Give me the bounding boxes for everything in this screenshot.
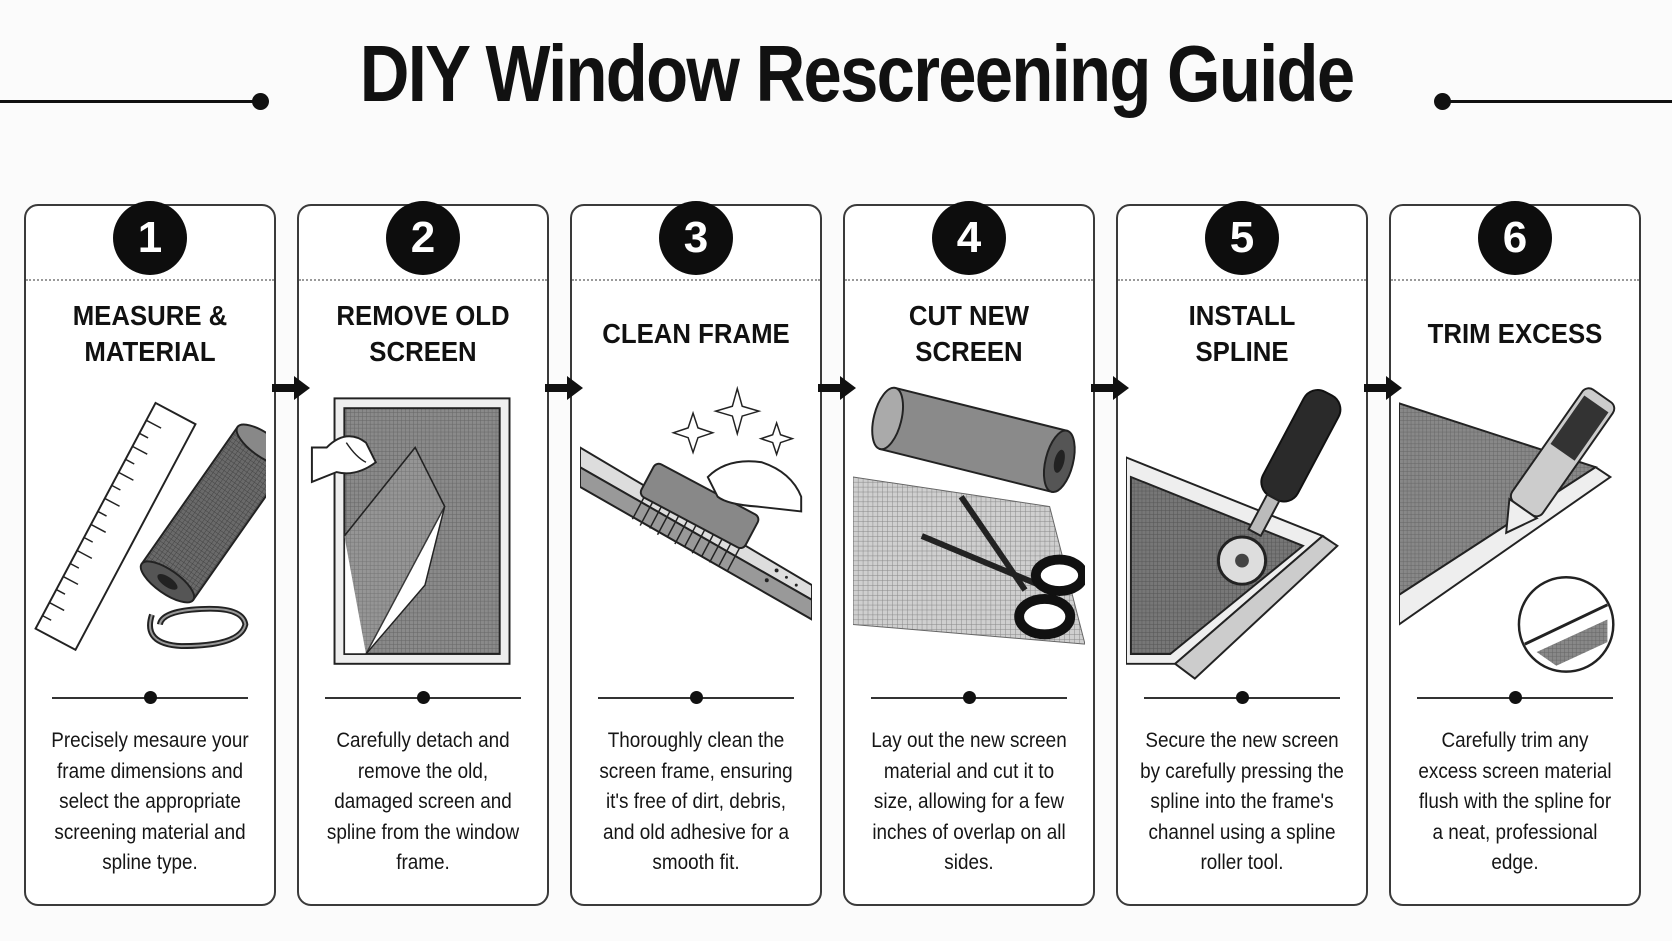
step-card-6: 6 TRIM EXCESS [1389,201,1641,906]
step-description: Precisely mesaure your frame dimensions … [51,729,249,874]
separator-dot [1509,691,1522,704]
step-title: MEASURE & MATERIAL [72,300,228,367]
page-title: DIY Window Rescreening Guide [359,29,1355,118]
step-description: Thoroughly clean the screen frame, ensur… [599,729,793,874]
step-number-badge: 6 [1478,201,1552,275]
step-card-1: 1 MEASURE & MATERIAL [24,201,291,906]
separator-dot [1236,691,1249,704]
separator-dot [144,691,157,704]
step-title: CUT NEW SCREEN [908,300,1030,367]
step-title: REMOVE OLD SCREEN [336,300,510,367]
step-description: Secure the new screen by carefully press… [1140,729,1344,874]
scrub-brush-icon [579,385,813,686]
step-card-5: 5 INSTALL SPLINE [1116,201,1368,906]
title-rule-left [0,100,258,103]
step-description: Carefully trim any excess screen materia… [1418,729,1612,874]
arrow-right-icon [1091,376,1129,400]
arrow-right-icon [545,376,583,400]
title-rule-dot-left [252,93,269,110]
title-row: DIY Window Rescreening Guide [0,18,1672,138]
dotted-divider [299,279,547,281]
separator-dot [417,691,430,704]
step-title: CLEAN FRAME [602,318,790,349]
step-number-badge: 1 [113,201,187,275]
step-description: Lay out the new screen material and cut … [871,729,1067,874]
step-title: TRIM EXCESS [1427,318,1603,349]
dotted-divider [845,279,1093,281]
dotted-divider [1391,279,1639,281]
arrow-right-icon [818,376,856,400]
ruler-and-screen-roll-icon [34,386,291,686]
step-card-3: 3 CLEAN FRAME [570,201,822,906]
step-number-badge: 2 [386,201,460,275]
peeling-screen-icon [307,386,539,686]
arrow-right-icon [272,376,310,400]
step-card-2: 2 REMOVE OLD SCREEN [297,201,549,906]
title-rule-right [1442,100,1672,103]
separator-dot [963,691,976,704]
dotted-divider [26,279,274,281]
dotted-divider [572,279,820,281]
dotted-divider [1118,279,1366,281]
screen-roll-and-scissors-icon [852,386,1088,686]
step-description: Carefully detach and remove the old, dam… [326,729,520,874]
step-card-4: 4 CUT NEW SCREEN [843,201,1095,906]
arrow-right-icon [1364,376,1402,400]
step-number-badge: 3 [659,201,733,275]
utility-knife-icon [1398,386,1631,686]
step-number-badge: 5 [1205,201,1279,275]
separator-dot [690,691,703,704]
step-number-badge: 4 [932,201,1006,275]
spline-roller-icon [1125,386,1358,686]
step-title: INSTALL SPLINE [1188,300,1296,367]
